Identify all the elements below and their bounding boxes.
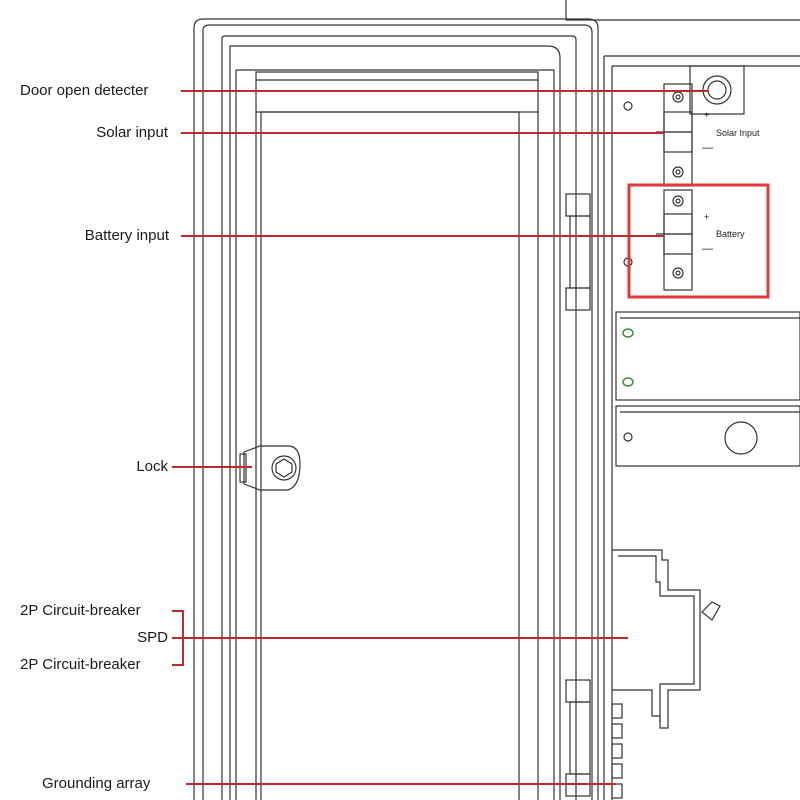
door-frame bbox=[193, 18, 599, 800]
door-hinge-lower bbox=[565, 679, 591, 797]
cabinet-interior bbox=[603, 55, 800, 800]
label-battery-input: Battery input bbox=[84, 227, 169, 244]
label-door-open-detecter: Door open detecter bbox=[20, 82, 149, 99]
battery-minus-mark: — bbox=[702, 243, 713, 255]
switch-panel bbox=[615, 405, 800, 467]
battery-plus-mark: + bbox=[704, 212, 710, 222]
label-grounding-array: Grounding array bbox=[42, 775, 151, 792]
indicator-led-lower bbox=[622, 377, 634, 387]
indicator-panel bbox=[615, 311, 800, 401]
breaker-spd-assembly bbox=[612, 549, 721, 729]
solar-minus-mark: — bbox=[702, 142, 713, 154]
label-solar-input: Solar input bbox=[96, 124, 168, 141]
solar-plus-mark: + bbox=[704, 110, 710, 120]
label-circuit-breaker-bottom: 2P Circuit-breaker bbox=[20, 656, 141, 673]
door-hinge-upper bbox=[565, 193, 591, 311]
indicator-led-upper bbox=[622, 328, 634, 338]
label-lock: Lock bbox=[136, 458, 168, 475]
label-circuit-breaker-top: 2P Circuit-breaker bbox=[20, 602, 141, 619]
leader-lines bbox=[172, 90, 708, 785]
battery-terminal-label: Battery bbox=[716, 229, 745, 239]
solar-terminal-label: Solar Input bbox=[716, 128, 760, 138]
battery-highlight-box bbox=[627, 183, 770, 299]
label-spd: SPD bbox=[137, 629, 168, 646]
battery-terminal-block bbox=[623, 189, 693, 291]
grounding-array bbox=[611, 703, 623, 799]
solar-terminal-block bbox=[623, 83, 693, 187]
indicator-leds bbox=[622, 328, 634, 387]
